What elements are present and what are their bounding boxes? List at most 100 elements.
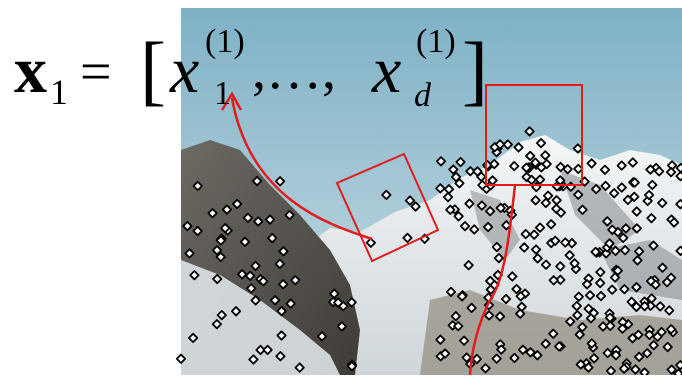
arrow-to-formula bbox=[230, 97, 373, 241]
keypoint-marker bbox=[513, 142, 524, 153]
keypoint-marker bbox=[184, 248, 195, 259]
keypoint-marker bbox=[517, 344, 529, 355]
keypoint-marker bbox=[509, 352, 520, 364]
keypoint-marker bbox=[617, 323, 628, 334]
keypoint-marker bbox=[216, 310, 227, 321]
keypoint-marker bbox=[586, 338, 597, 349]
keypoint-marker bbox=[192, 225, 203, 237]
keypoint-marker bbox=[605, 320, 616, 332]
keypoint-marker bbox=[253, 216, 264, 227]
keypoint-marker bbox=[675, 245, 682, 256]
keypoint-marker bbox=[562, 164, 573, 175]
keypoint-marker bbox=[333, 297, 344, 308]
keypoint-marker bbox=[550, 235, 561, 246]
keypoint-marker bbox=[609, 188, 620, 199]
keypoint-marker bbox=[629, 177, 640, 188]
keypoint-marker bbox=[662, 341, 673, 353]
keypoint-marker bbox=[525, 347, 536, 358]
keypoint-marker bbox=[554, 341, 565, 352]
feature-window-box bbox=[485, 84, 583, 186]
keypoint-marker bbox=[269, 295, 281, 306]
keypoint-marker bbox=[524, 126, 535, 137]
keypoint-marker bbox=[631, 223, 642, 234]
keypoint-marker bbox=[464, 198, 475, 209]
keypoint-marker bbox=[532, 350, 543, 361]
keypoint-marker bbox=[466, 302, 477, 313]
keypoint-marker bbox=[575, 359, 586, 370]
keypoint-marker bbox=[472, 166, 483, 177]
keypoint-marker bbox=[442, 192, 454, 203]
keypoint-marker bbox=[294, 362, 305, 373]
keypoint-marker bbox=[284, 210, 295, 221]
keypoint-marker bbox=[285, 298, 296, 309]
keypoint-marker bbox=[584, 290, 596, 301]
keypoint-marker bbox=[402, 232, 413, 243]
keypoint-marker bbox=[530, 157, 541, 168]
keypoint-marker bbox=[668, 217, 680, 228]
keypoint-marker bbox=[471, 353, 482, 365]
keypoint-marker bbox=[404, 195, 416, 206]
keypoint-marker bbox=[534, 222, 546, 233]
keypoint-marker bbox=[540, 338, 551, 349]
keypoint-marker bbox=[515, 308, 526, 319]
keypoint-marker bbox=[565, 316, 576, 327]
keypoint-marker bbox=[665, 167, 677, 178]
keypoint-marker bbox=[494, 139, 506, 150]
keypoint-marker bbox=[585, 313, 597, 324]
keypoint-marker bbox=[618, 363, 630, 374]
keypoint-marker bbox=[620, 245, 631, 256]
keypoint-marker bbox=[525, 150, 536, 162]
keypoint-marker bbox=[630, 364, 641, 375]
keypoint-marker bbox=[540, 259, 552, 270]
keypoint-marker bbox=[207, 208, 218, 219]
keypoint-marker bbox=[457, 291, 468, 302]
keypoint-marker bbox=[435, 156, 447, 167]
keypoint-marker bbox=[612, 265, 623, 276]
keypoint-marker bbox=[192, 180, 203, 192]
keypoint-marker bbox=[501, 220, 512, 231]
keypoint-marker bbox=[220, 223, 231, 234]
keypoint-marker bbox=[643, 189, 655, 201]
keypoint-marker bbox=[485, 275, 496, 287]
keypoint-marker bbox=[519, 288, 531, 299]
keypoint-marker bbox=[573, 291, 584, 302]
keypoint-marker bbox=[620, 223, 631, 234]
keypoint-marker bbox=[274, 258, 285, 269]
keypoint-marker bbox=[540, 197, 551, 209]
keypoint-marker bbox=[555, 274, 566, 285]
keypoint-marker bbox=[589, 353, 600, 364]
keypoint-marker bbox=[586, 158, 597, 169]
keypoint-marker bbox=[336, 321, 347, 332]
keypoint-marker bbox=[215, 251, 226, 263]
keypoint-marker bbox=[365, 237, 376, 248]
keypoint-marker bbox=[435, 334, 446, 345]
keypoint-marker bbox=[599, 164, 611, 175]
keypoint-marker bbox=[657, 262, 668, 273]
keypoint-marker bbox=[211, 245, 223, 256]
keypoint-marker bbox=[564, 250, 575, 261]
keypoint-marker bbox=[212, 273, 223, 285]
keypoint-marker bbox=[493, 253, 504, 264]
keypoint-marker bbox=[239, 236, 251, 247]
keypoint-marker bbox=[627, 157, 638, 168]
keypoint-marker bbox=[469, 224, 480, 235]
keypoint-marker bbox=[639, 301, 650, 312]
keypoint-marker bbox=[602, 216, 613, 227]
keypoint-marker bbox=[591, 184, 602, 195]
keypoint-marker bbox=[509, 160, 520, 172]
keypoint-marker bbox=[482, 221, 494, 233]
keypoint-marker bbox=[560, 237, 571, 248]
keypoint-marker bbox=[595, 267, 606, 278]
keypoint-marker bbox=[633, 329, 644, 340]
keypoint-marker bbox=[435, 183, 446, 194]
keypoint-marker bbox=[634, 246, 645, 257]
keypoint-marker bbox=[276, 306, 287, 317]
keypoint-markers bbox=[175, 126, 682, 379]
keypoint-marker bbox=[535, 138, 547, 149]
keypoint-marker bbox=[619, 284, 630, 295]
keypoint-marker bbox=[242, 212, 254, 223]
keypoint-marker bbox=[258, 276, 269, 287]
keypoint-marker bbox=[530, 244, 542, 255]
keypoint-marker bbox=[290, 275, 301, 286]
